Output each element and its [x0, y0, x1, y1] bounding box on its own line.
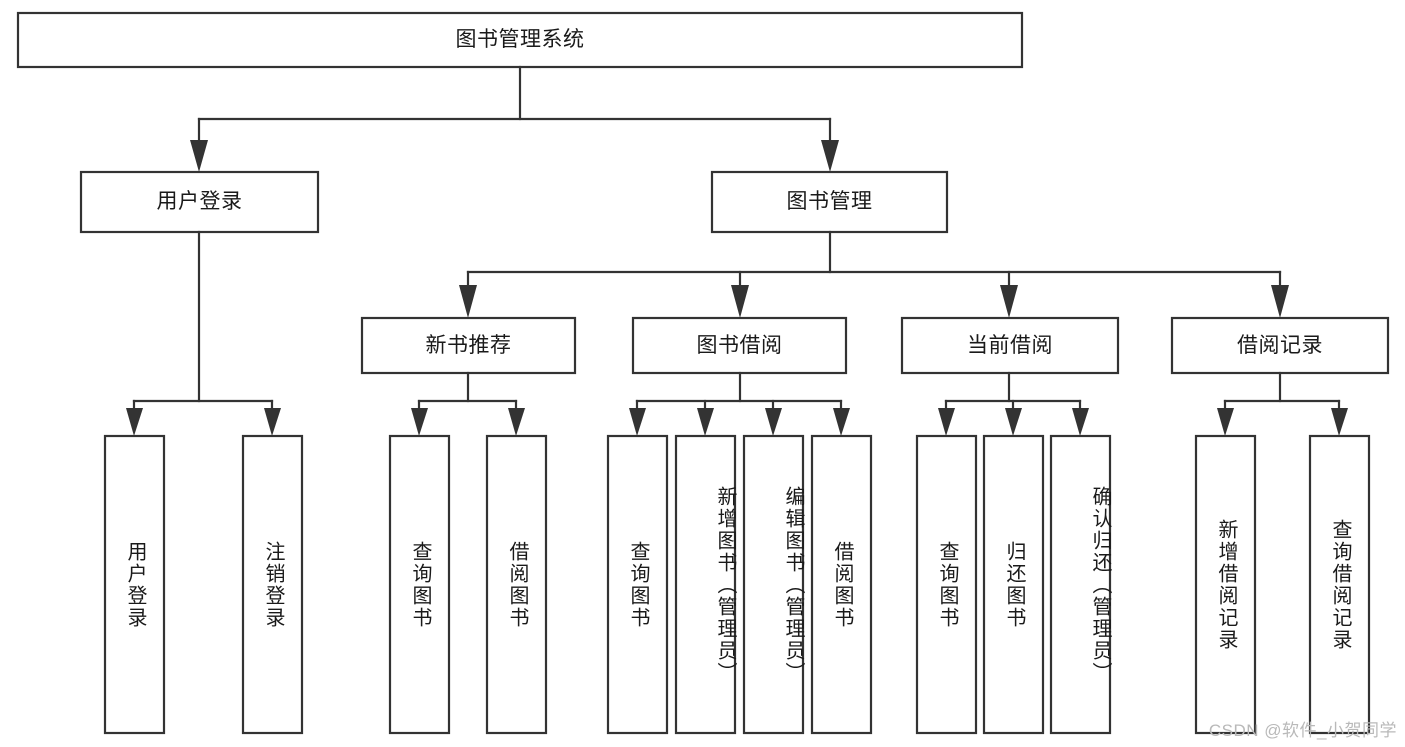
arrow-head-borrow-record: [1271, 285, 1289, 318]
node-box-leaf-query-book-2[interactable]: [606, 434, 669, 735]
node-box-leaf-query-record[interactable]: [1308, 434, 1371, 735]
arrow-head-leaf-borrow-book-2: [833, 408, 850, 436]
node-box-leaf-add-record[interactable]: [1194, 434, 1257, 735]
node-box-leaf-edit-book[interactable]: [742, 434, 805, 735]
arrow-head-leaf-user-login: [126, 408, 143, 436]
node-box-leaf-user-login[interactable]: [103, 434, 166, 735]
node-box-book-borrow[interactable]: [631, 316, 848, 375]
arrow-head-leaf-add-record: [1217, 408, 1234, 436]
arrow-head-book-borrow: [731, 285, 749, 318]
node-box-leaf-add-book[interactable]: [674, 434, 737, 735]
node-box-borrow-record[interactable]: [1170, 316, 1390, 375]
node-box-leaf-return-book[interactable]: [982, 434, 1045, 735]
node-box-leaf-query-book-3[interactable]: [915, 434, 978, 735]
arrow-head-user-login: [190, 140, 208, 172]
arrow-head-leaf-query-record: [1331, 408, 1348, 436]
arrow-head-leaf-query-book-3: [938, 408, 955, 436]
node-box-leaf-borrow-book-1[interactable]: [485, 434, 548, 735]
node-box-leaf-borrow-book-2[interactable]: [810, 434, 873, 735]
node-box-leaf-confirm-return[interactable]: [1049, 434, 1112, 735]
node-box-new-book-recommend[interactable]: [360, 316, 577, 375]
arrow-head-leaf-logout: [264, 408, 281, 436]
arrow-head-leaf-borrow-book-1: [508, 408, 525, 436]
arrow-head-leaf-return-book: [1005, 408, 1022, 436]
node-box-user-login[interactable]: [79, 170, 320, 234]
watermark-text: CSDN @软件_小贺同学: [1208, 721, 1397, 740]
node-box-leaf-query-book-1[interactable]: [388, 434, 451, 735]
arrow-head-leaf-query-book-2: [629, 408, 646, 436]
arrow-head-book-management: [821, 140, 839, 172]
node-box-book-management[interactable]: [710, 170, 949, 234]
arrow-head-leaf-query-book-1: [411, 408, 428, 436]
arrow-head-current-borrow: [1000, 285, 1018, 318]
arrow-head-leaf-add-book: [697, 408, 714, 436]
node-box-leaf-logout[interactable]: [241, 434, 304, 735]
node-box-root[interactable]: [16, 11, 1024, 69]
arrow-head-leaf-edit-book: [765, 408, 782, 436]
arrow-head-leaf-confirm-return: [1072, 408, 1089, 436]
node-box-current-borrow[interactable]: [900, 316, 1120, 375]
arrow-head-new-book-recommend: [459, 285, 477, 318]
